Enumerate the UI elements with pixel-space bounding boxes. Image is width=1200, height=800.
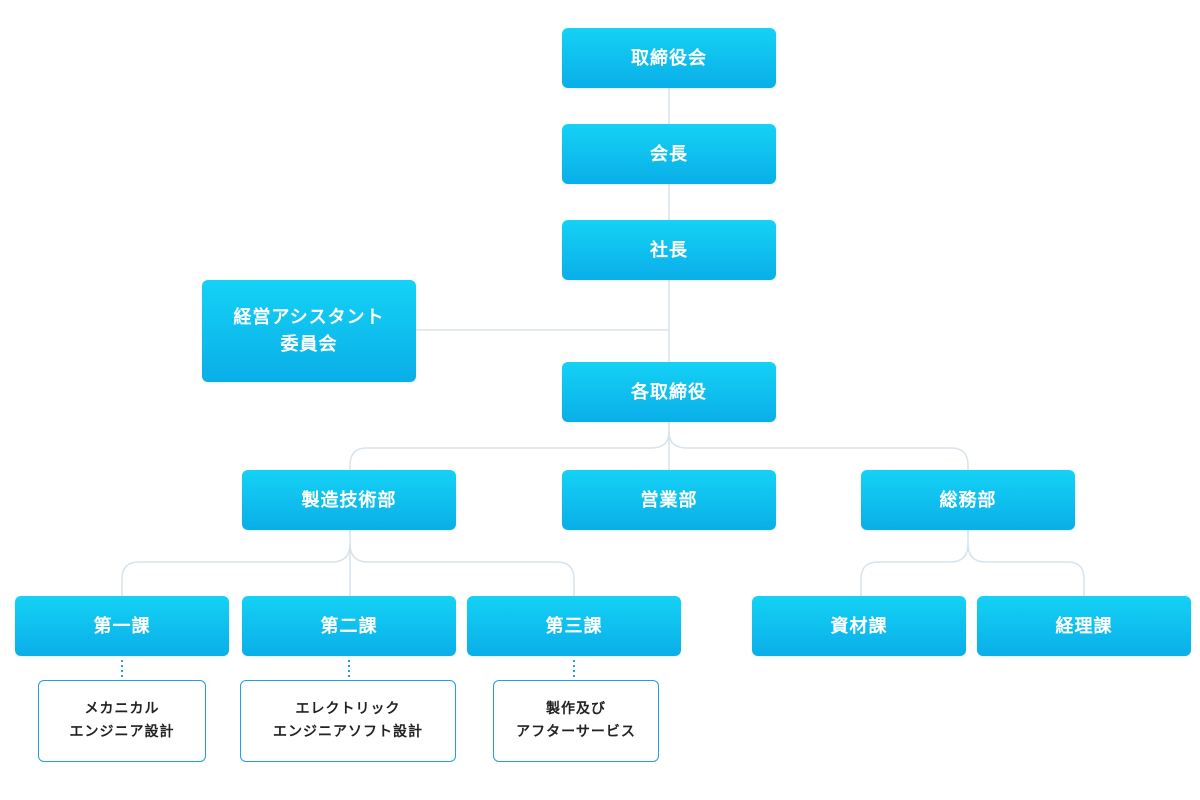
node-accounting: 経理課 [977,596,1191,656]
node-assistant-committee: 経営アシスタント 委員会 [202,280,416,382]
node-directors-label: 各取締役 [631,381,707,403]
node-general-affairs: 総務部 [861,470,1075,530]
node-materials-label: 資材課 [830,615,888,637]
node-chairman-label: 会長 [650,143,688,165]
node-president: 社長 [562,220,776,280]
node-president-label: 社長 [650,239,688,261]
node-section3: 第三課 [467,596,681,656]
connector-directors-general-affairs [668,431,969,470]
node-section2-label: 第二課 [320,615,378,637]
node-materials: 資材課 [752,596,966,656]
node-manufacturing-label: 製造技術部 [301,489,397,511]
node-section1-detail-label: メカニカル エンジニア設計 [69,700,175,740]
connector-manufacturing-section3 [349,543,575,596]
node-assistant-committee-label: 経営アシスタント 委員会 [233,307,385,355]
connector-general-affairs-materials [860,530,969,596]
node-section1-detail: メカニカル エンジニア設計 [38,680,206,762]
node-section1: 第一課 [15,596,229,656]
node-chairman: 会長 [562,124,776,184]
node-manufacturing: 製造技術部 [242,470,456,530]
node-section2-detail-label: エレクトリック エンジニアソフト設計 [273,700,423,740]
node-board: 取締役会 [562,28,776,88]
node-section2-detail: エレクトリック エンジニアソフト設計 [240,680,456,762]
node-accounting-label: 経理課 [1055,615,1113,637]
node-section3-detail: 製作及び アフターサービス [493,680,659,762]
connector-directors-manufacturing [349,431,670,470]
connector-general-affairs-accounting [967,543,1085,596]
node-sales: 営業部 [562,470,776,530]
node-section1-label: 第一課 [93,615,151,637]
node-sales-label: 営業部 [640,489,698,511]
node-board-label: 取締役会 [631,47,707,69]
node-section2: 第二課 [242,596,456,656]
node-section3-detail-label: 製作及び アフターサービス [516,700,636,740]
node-directors: 各取締役 [562,362,776,422]
node-general-affairs-label: 総務部 [939,489,997,511]
node-section3-label: 第三課 [545,615,603,637]
connector-manufacturing-section1 [121,543,351,596]
